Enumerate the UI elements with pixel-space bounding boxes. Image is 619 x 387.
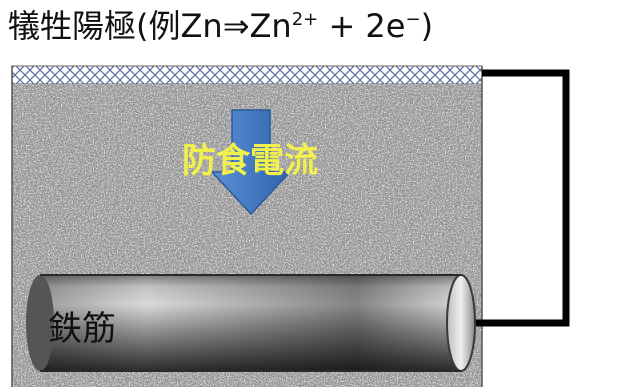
down-arrow-icon: [210, 109, 292, 216]
connection-wire: [462, 69, 570, 327]
diagram-title: 犠牲陽極(例Zn⇒Zn2+ + 2e−): [8, 4, 433, 54]
title-suffix: ): [420, 7, 434, 45]
title-middle: + 2e: [318, 7, 406, 45]
title-superscript-minus: −: [405, 9, 421, 30]
current-label: 防食電流: [182, 141, 318, 181]
rebar: [26, 274, 476, 372]
title-superscript: 2+: [291, 9, 319, 30]
rebar-label: 鉄筋: [48, 309, 116, 349]
title-prefix: 犠牲陽極(例Zn⇒Zn: [8, 7, 292, 45]
anode-strip: [11, 65, 483, 85]
